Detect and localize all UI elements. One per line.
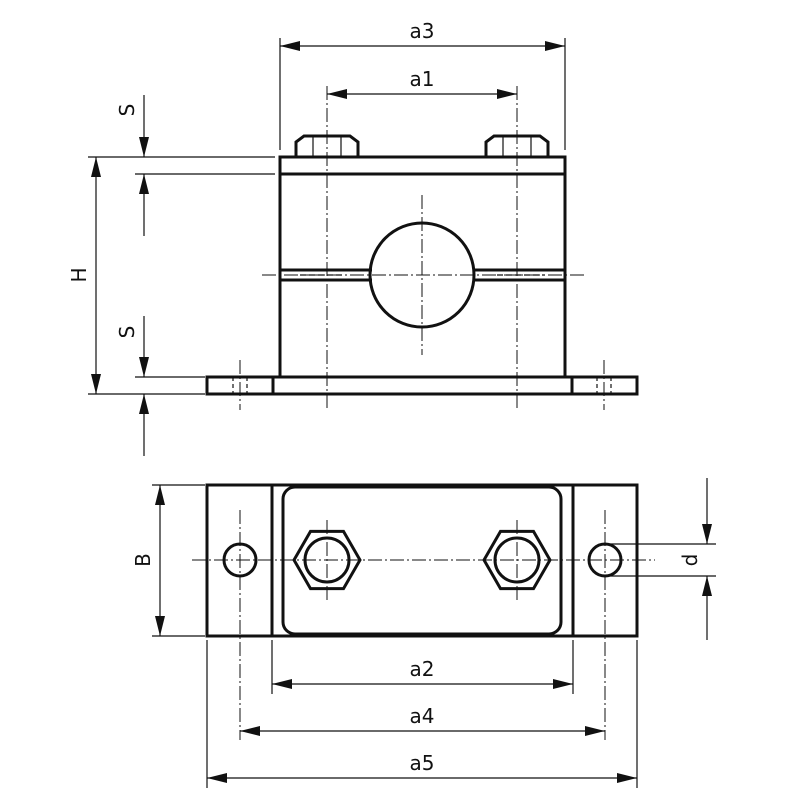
label-b: B xyxy=(131,553,155,567)
label-a3: a3 xyxy=(410,19,435,43)
dimension-a4: a4 xyxy=(240,704,605,736)
label-a5: a5 xyxy=(410,751,435,775)
label-a4: a4 xyxy=(410,704,435,728)
dimension-a2: a2 xyxy=(271,640,574,694)
label-d: d xyxy=(678,554,702,567)
dimension-s-top: S xyxy=(88,95,275,236)
dimension-a3: a3 xyxy=(279,19,566,150)
dimension-s-bottom: S xyxy=(115,316,205,456)
dimension-a5: a5 xyxy=(206,640,638,788)
dimension-a1: a1 xyxy=(327,67,517,99)
clamp-body xyxy=(278,155,567,379)
dimension-b: B xyxy=(131,484,205,637)
label-s-top: S xyxy=(115,104,139,117)
label-a1: a1 xyxy=(410,67,435,91)
top-view xyxy=(192,483,655,740)
label-s-bottom: S xyxy=(115,326,139,339)
label-a2: a2 xyxy=(410,657,435,681)
label-h: H xyxy=(67,267,91,282)
front-view xyxy=(205,86,639,410)
dimension-h: H xyxy=(67,157,205,395)
dimension-d: d xyxy=(608,478,716,640)
